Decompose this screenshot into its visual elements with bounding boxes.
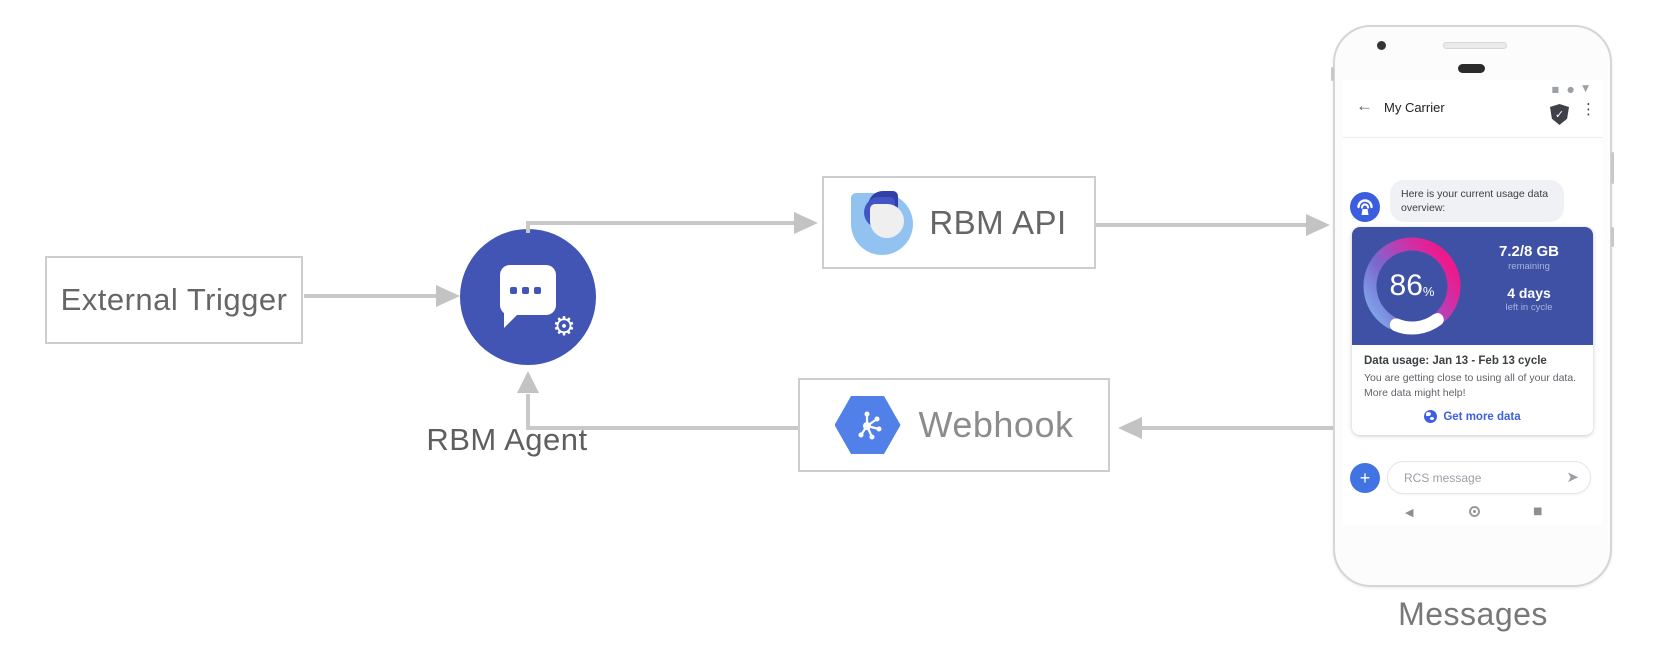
rbm-api-label: RBM API bbox=[929, 203, 1067, 241]
status-bar: ■ ● ▼ bbox=[1552, 84, 1589, 94]
attach-plus-button[interactable]: + bbox=[1350, 463, 1380, 493]
arrowhead-trigger-to-agent bbox=[436, 285, 460, 307]
line-webhook-to-agent bbox=[526, 426, 798, 430]
usage-card-title: Data usage: Jan 13 - Feb 13 cycle bbox=[1364, 355, 1547, 367]
sim-tray bbox=[1331, 67, 1334, 81]
earpiece bbox=[1458, 64, 1485, 73]
usage-card-body: Data usage: Jan 13 - Feb 13 cycle You ar… bbox=[1352, 345, 1593, 436]
status-circle-icon: ● bbox=[1567, 84, 1575, 94]
send-icon[interactable]: ➤ bbox=[1566, 468, 1579, 486]
overflow-menu-icon[interactable]: ⋮ bbox=[1581, 100, 1596, 118]
line-agent-up bbox=[526, 221, 530, 233]
network-icon bbox=[858, 411, 882, 440]
arrow-trigger-to-agent bbox=[304, 294, 436, 298]
chat-bubble-icon: ⚙ bbox=[500, 265, 582, 345]
speaker-slot bbox=[1443, 42, 1507, 49]
get-more-data-label: Get more data bbox=[1443, 410, 1521, 423]
arrowhead-phone-to-webhook bbox=[1118, 417, 1142, 439]
front-camera bbox=[1377, 41, 1386, 50]
usage-card-header: 86 % 7.2/8 GB remaining 4 days left in c… bbox=[1352, 227, 1593, 345]
line-api-to-phone bbox=[1096, 223, 1306, 227]
gear-icon: ⚙ bbox=[546, 309, 582, 345]
nav-back-icon[interactable]: ◀ bbox=[1405, 506, 1414, 519]
rcs-message-input[interactable] bbox=[1402, 469, 1567, 486]
rbm-agent-node: ⚙ bbox=[460, 229, 596, 365]
android-nav-bar: ◀ ■ bbox=[1343, 501, 1602, 526]
external-trigger-node: External Trigger bbox=[45, 256, 303, 344]
arrowhead-api-to-phone bbox=[1306, 214, 1330, 236]
globe-icon bbox=[1424, 410, 1438, 424]
usage-gauge bbox=[1363, 237, 1461, 335]
agent-avatar bbox=[1350, 192, 1380, 222]
bubble-dot bbox=[534, 287, 541, 294]
usage-rich-card: 86 % 7.2/8 GB remaining 4 days left in c… bbox=[1352, 227, 1593, 436]
volume-button bbox=[1611, 227, 1614, 247]
nav-recents-icon[interactable]: ■ bbox=[1533, 506, 1543, 517]
line-agent-to-api bbox=[526, 221, 794, 225]
messages-caption: Messages bbox=[1398, 596, 1548, 632]
bubble-dot bbox=[510, 287, 517, 294]
arrowhead-agent-to-api bbox=[794, 212, 818, 234]
data-remaining-caption: remaining bbox=[1508, 261, 1550, 272]
usage-card-text: You are getting close to using all of yo… bbox=[1364, 372, 1577, 400]
logo-white-drop bbox=[870, 203, 905, 238]
webhook-node: Webhook bbox=[798, 378, 1110, 472]
external-trigger-label: External Trigger bbox=[60, 282, 288, 317]
status-triangle-icon: ▼ bbox=[1582, 84, 1589, 94]
line-up-to-agent bbox=[526, 394, 530, 430]
plus-icon: + bbox=[1359, 467, 1371, 488]
chat-bubble: Here is your current usage data overview… bbox=[1390, 180, 1564, 223]
back-arrow-icon[interactable]: ← bbox=[1356, 96, 1373, 115]
phone-mockup: ■ ● ▼ ← My Carrier ✓ ⋮ Here is your curr… bbox=[1331, 25, 1614, 587]
status-square-icon: ■ bbox=[1551, 84, 1560, 94]
usage-percent: 86 % bbox=[1389, 269, 1435, 302]
conversation-title: My Carrier bbox=[1384, 100, 1445, 115]
power-button bbox=[1611, 152, 1614, 184]
webhook-hexagon-icon bbox=[834, 396, 901, 454]
bubble-dot bbox=[522, 287, 529, 294]
rbm-api-logo-icon bbox=[851, 190, 915, 255]
verified-badge-icon: ✓ bbox=[1550, 104, 1569, 125]
bubble-tail bbox=[504, 313, 519, 328]
days-left-caption: left in cycle bbox=[1505, 302, 1553, 313]
rbm-api-node: RBM API bbox=[822, 176, 1096, 269]
antenna-icon bbox=[1357, 199, 1373, 215]
phone-screen: ■ ● ▼ ← My Carrier ✓ ⋮ Here is your curr… bbox=[1343, 80, 1602, 526]
arrowhead-webhook-to-agent bbox=[517, 371, 539, 393]
webhook-label: Webhook bbox=[918, 404, 1074, 445]
usage-stats: 7.2/8 GB remaining 4 days left in cycle bbox=[1474, 243, 1584, 313]
get-more-data-button[interactable]: Get more data bbox=[1364, 410, 1581, 424]
days-left-value: 4 days bbox=[1507, 285, 1551, 301]
header-divider bbox=[1343, 137, 1602, 138]
nav-home-icon[interactable] bbox=[1469, 506, 1480, 517]
data-remaining-value: 7.2/8 GB bbox=[1498, 243, 1560, 260]
line-phone-to-webhook bbox=[1142, 426, 1333, 430]
message-input-pill[interactable]: ➤ bbox=[1387, 461, 1591, 494]
